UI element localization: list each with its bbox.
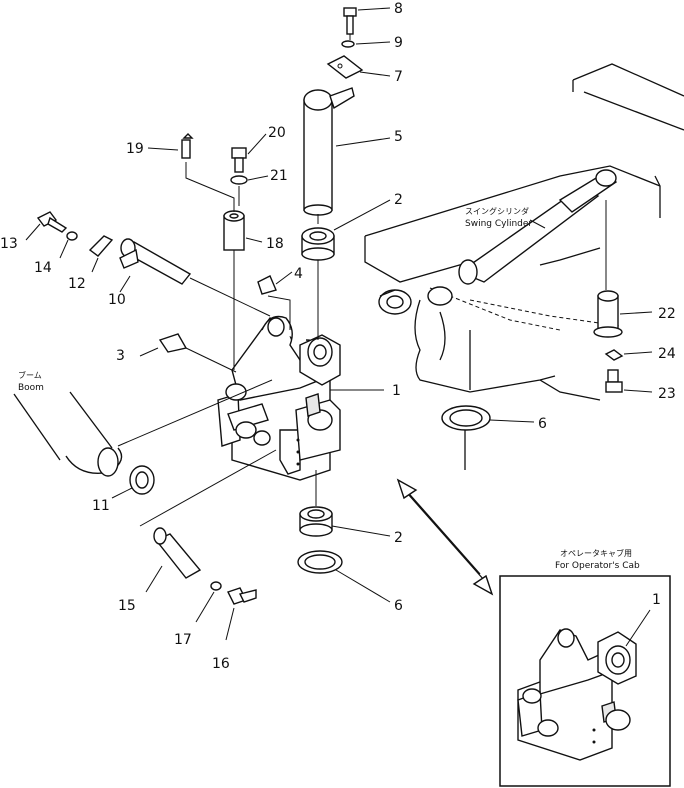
callout-6-lower: 6 [394, 598, 403, 614]
pin-5-assembly [303, 7, 391, 224]
bushing-2-lower [299, 470, 391, 537]
callout-3: 3 [116, 348, 125, 364]
inset-operator-cab: オペレータキャブ用 For Operator's Cab [499, 548, 671, 787]
boom-label-jp: ブーム [18, 370, 42, 380]
bolt-13 [25, 211, 68, 241]
callout-1: 1 [392, 383, 401, 399]
shim-6-lower [297, 550, 391, 603]
callout-14: 14 [34, 260, 52, 276]
swing-frame [364, 63, 684, 470]
callout-19: 19 [126, 141, 144, 157]
callout-23: 23 [658, 386, 676, 402]
plate-12 [88, 235, 114, 273]
bushing-18 [223, 210, 263, 370]
boom-label-en: Boom [18, 383, 44, 393]
washer-24 [604, 349, 653, 361]
shim-6-right [441, 405, 535, 431]
callout-7: 7 [394, 69, 403, 85]
bolt-20 [231, 133, 267, 173]
callout-2-upper: 2 [394, 192, 403, 208]
callout-18: 18 [266, 236, 284, 252]
callout-1-inset: 1 [652, 592, 661, 608]
pin-15 [139, 449, 277, 593]
fitting-3 [139, 333, 237, 373]
cab-label-en: For Operator's Cab [555, 561, 640, 571]
callout-16: 16 [212, 656, 230, 672]
cab-label-jp: オペレータキャブ用 [560, 548, 632, 558]
bushing-2-upper [301, 199, 391, 340]
frame-boss [378, 286, 453, 315]
callout-2-lower: 2 [394, 530, 403, 546]
pin-10 [119, 238, 271, 317]
callout-21: 21 [270, 168, 288, 184]
swing-bracket [217, 315, 384, 481]
callout-12: 12 [68, 276, 86, 292]
bolt-16 [225, 587, 257, 641]
boom: ブーム Boom [13, 370, 273, 477]
callout-10: 10 [108, 292, 126, 308]
fitting-4 [257, 271, 293, 330]
swing-cylinder: スイングシリンダ Swing Cylinder [458, 169, 618, 285]
callout-20: 20 [268, 125, 286, 141]
callout-15: 15 [118, 598, 136, 614]
washer-21 [230, 175, 269, 206]
callout-11: 11 [92, 498, 110, 514]
callout-numbers: 8 9 7 5 2 19 20 21 18 4 13 14 12 10 3 1 … [0, 1, 676, 672]
callout-5: 5 [394, 129, 403, 145]
swing-cylinder-label-en: Swing Cylinder [465, 219, 532, 229]
swing-cylinder-label-jp: スイングシリンダ [465, 206, 529, 216]
callout-9: 9 [394, 35, 403, 51]
callout-24: 24 [658, 346, 676, 362]
washer-17 [195, 581, 222, 623]
reference-double-arrow [396, 478, 494, 596]
callout-17: 17 [174, 632, 192, 648]
pin-22 [593, 200, 653, 338]
callout-4: 4 [294, 266, 303, 282]
callout-8: 8 [394, 1, 403, 17]
bolt-23 [605, 369, 653, 393]
grease-fitting-19 [147, 133, 235, 212]
washer-11 [111, 465, 155, 499]
callout-6-right: 6 [538, 416, 547, 432]
washer-14 [59, 231, 78, 259]
callout-22: 22 [658, 306, 676, 322]
callout-13: 13 [0, 236, 18, 252]
